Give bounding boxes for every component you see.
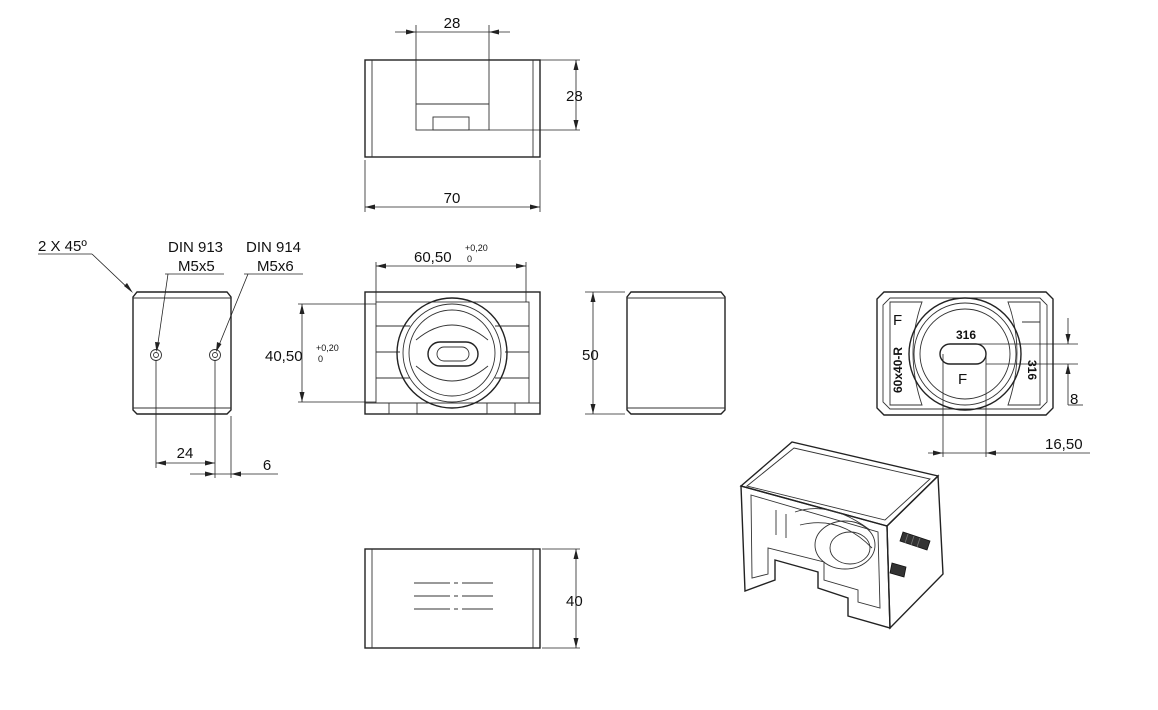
top-view: 28 28 70 bbox=[364, 15, 583, 212]
right-view: 50 bbox=[582, 291, 726, 415]
engrave-letter-top: F bbox=[893, 312, 902, 329]
front-dim-width: 60,50 bbox=[414, 249, 452, 266]
insert-detail-view: F F 316 316 60x40-R 8 16,50 bbox=[876, 291, 1090, 457]
top-dim-width-top: 28 bbox=[444, 15, 461, 32]
screw1-standard: DIN 913 bbox=[168, 239, 223, 256]
detail-dim-horizontal: 16,50 bbox=[1045, 436, 1083, 453]
front-dim-height-tol-lower: 0 bbox=[318, 354, 323, 364]
top-dim-height: 28 bbox=[566, 88, 583, 105]
screw-hole-2 bbox=[209, 349, 221, 361]
front-view: 60,50 +0,20 0 40,50 +0,20 0 bbox=[265, 243, 541, 415]
top-dim-width: 70 bbox=[444, 190, 461, 207]
front-dim-width-tol-lower: 0 bbox=[467, 254, 472, 264]
isometric-view bbox=[739, 441, 944, 630]
left-dim-edge: 6 bbox=[263, 457, 271, 474]
front-dim-height: 40,50 bbox=[265, 348, 303, 365]
left-dim-spacing: 24 bbox=[177, 445, 194, 462]
screw2-size: M5x6 bbox=[257, 258, 294, 275]
set-screw-2 bbox=[889, 562, 907, 578]
bottom-dim-height: 40 bbox=[566, 593, 583, 610]
chamfer-note: 2 X 45º bbox=[38, 238, 87, 255]
front-dim-height-tol-upper: +0,20 bbox=[316, 343, 339, 353]
screw1-size: M5x5 bbox=[178, 258, 215, 275]
front-dim-width-tol-upper: +0,20 bbox=[465, 243, 488, 253]
right-dim-height: 50 bbox=[582, 347, 599, 364]
set-screw-1 bbox=[899, 531, 931, 551]
engrave-code-right: 316 bbox=[1025, 360, 1039, 380]
detail-dim-vertical: 8 bbox=[1070, 391, 1078, 408]
screw2-standard: DIN 914 bbox=[246, 239, 301, 256]
engrave-code-top: 316 bbox=[956, 328, 976, 342]
engrave-profile: 60x40-R bbox=[891, 347, 905, 393]
engrave-letter-center: F bbox=[958, 371, 967, 388]
bottom-view: 40 bbox=[364, 548, 583, 649]
screw-hole-1 bbox=[150, 349, 162, 361]
left-view: 2 X 45º DIN 913 M5x5 DIN 914 M5x6 24 6 bbox=[38, 238, 303, 478]
